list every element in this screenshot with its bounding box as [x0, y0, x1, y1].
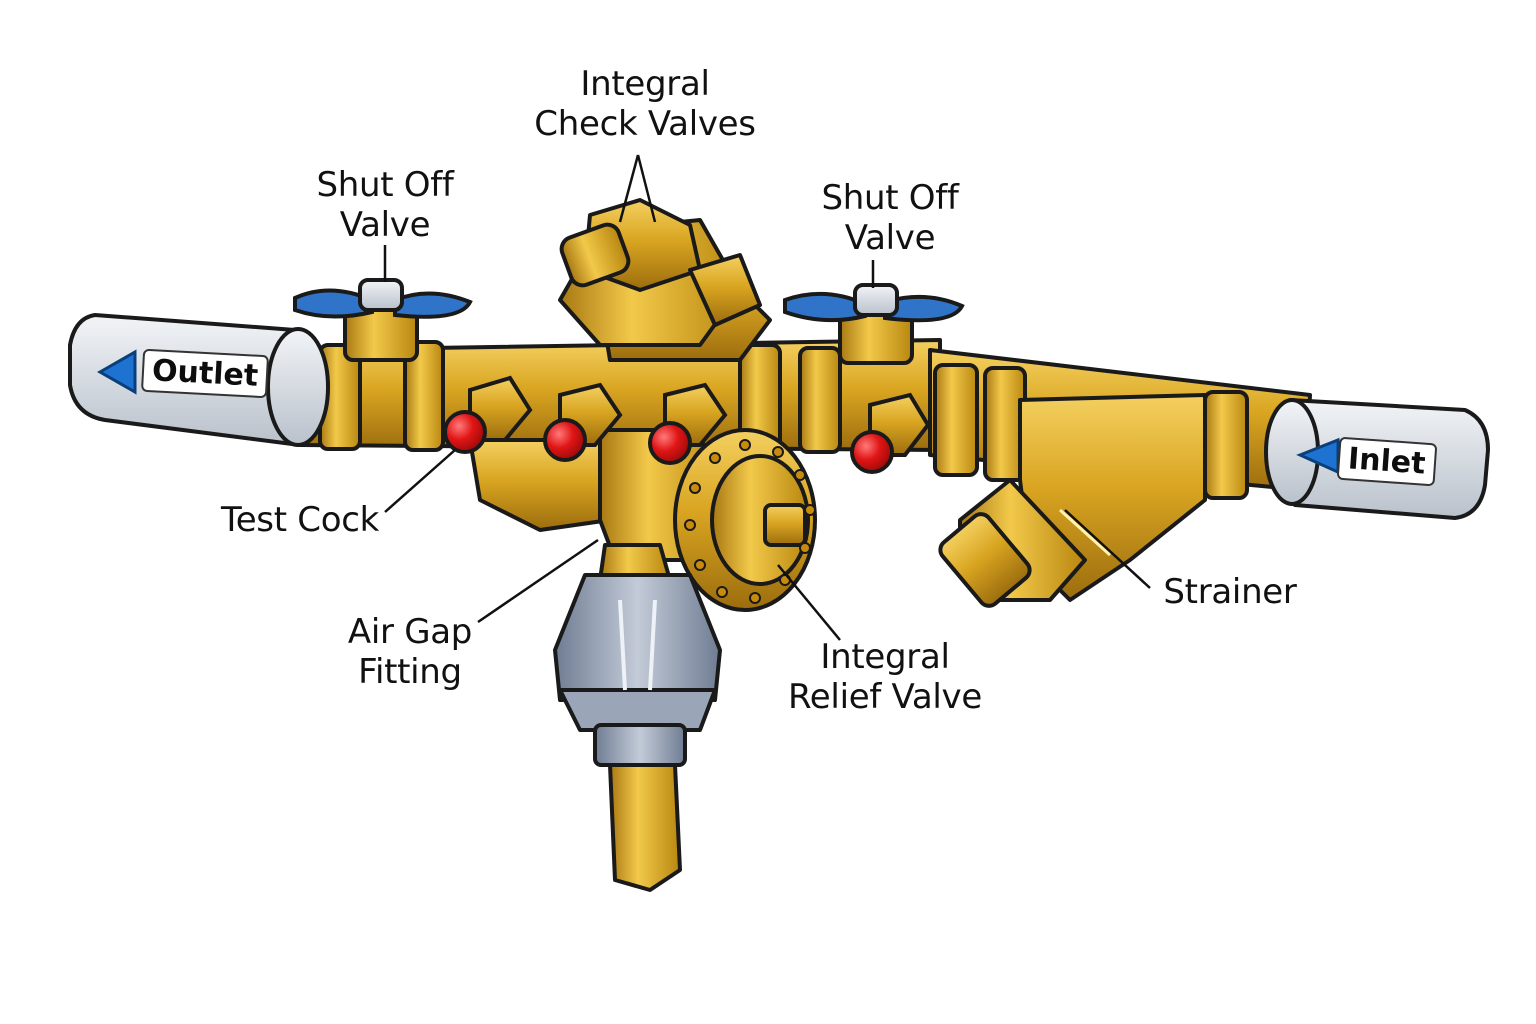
label-shutoff-valve-right: Shut Off Valve	[805, 178, 975, 258]
label-line: Strainer	[1150, 572, 1310, 612]
label-line: Integral	[770, 637, 1000, 677]
label-test-cock: Test Cock	[205, 500, 395, 540]
label-integral-relief-valve: Integral Relief Valve	[770, 637, 1000, 717]
label-line: Valve	[805, 218, 975, 258]
label-shutoff-valve-left: Shut Off Valve	[300, 165, 470, 245]
inlet-label: Inlet	[1337, 437, 1437, 487]
label-line: Relief Valve	[770, 677, 1000, 717]
label-line: Air Gap	[330, 612, 490, 652]
label-line: Fitting	[330, 652, 490, 692]
label-line: Integral	[530, 64, 760, 104]
outlet-label: Outlet	[141, 349, 269, 399]
label-line: Shut Off	[300, 165, 470, 205]
label-line: Valve	[300, 205, 470, 245]
label-integral-check-valves: Integral Check Valves	[530, 64, 760, 144]
label-strainer: Strainer	[1150, 572, 1310, 612]
air-gap-fitting	[555, 545, 720, 890]
label-line: Check Valves	[530, 104, 760, 144]
label-air-gap-fitting: Air Gap Fitting	[330, 612, 490, 692]
label-line: Shut Off	[805, 178, 975, 218]
check-valve-body	[558, 200, 770, 360]
label-line: Test Cock	[205, 500, 395, 540]
